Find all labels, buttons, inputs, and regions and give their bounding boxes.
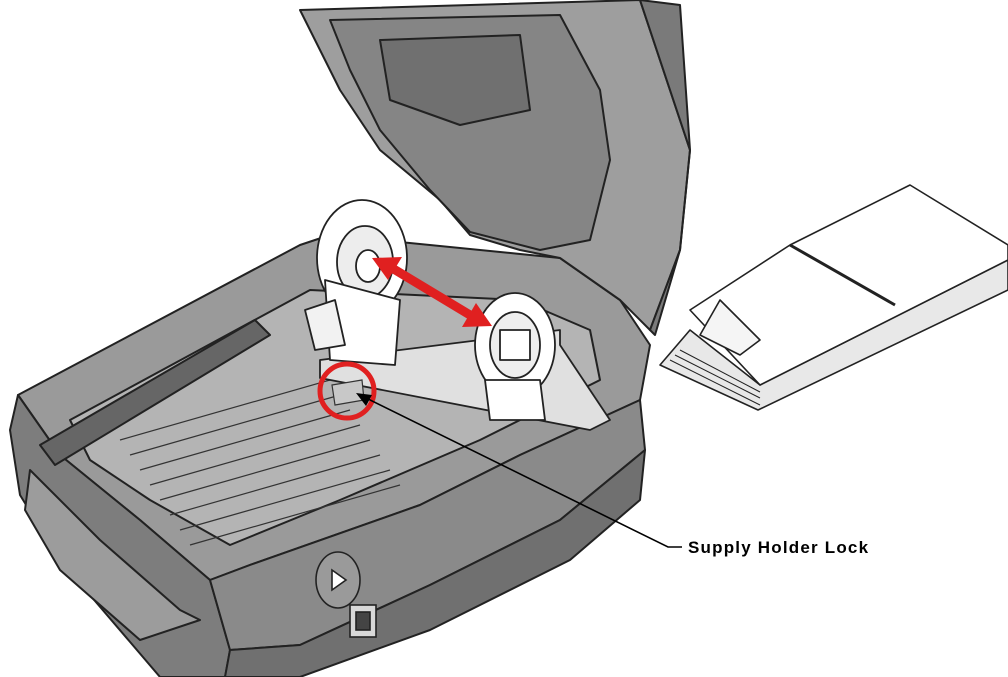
platen-roller (39, 319, 271, 466)
media-guide-ridges (119, 379, 401, 546)
supply-holder-lock (331, 379, 365, 406)
printer-lid (299, 0, 691, 336)
supply-holder-lock-label: Supply Holder Lock (688, 538, 870, 557)
tear-bar (24, 469, 201, 641)
holder-adjust-arrow (372, 257, 492, 327)
supply-holder (304, 199, 611, 431)
right-supply-holder (474, 292, 556, 421)
base-right-lower (224, 449, 646, 677)
callout-arrowhead (356, 393, 372, 406)
lid-edge (639, 0, 691, 336)
supply-holder-lock-highlight (317, 361, 377, 421)
label-media-stack (659, 184, 1008, 411)
power-switch (349, 604, 377, 638)
printhead (379, 34, 531, 126)
left-supply-holder (304, 199, 408, 366)
callout-leader (359, 394, 682, 548)
feed-button (315, 551, 361, 609)
